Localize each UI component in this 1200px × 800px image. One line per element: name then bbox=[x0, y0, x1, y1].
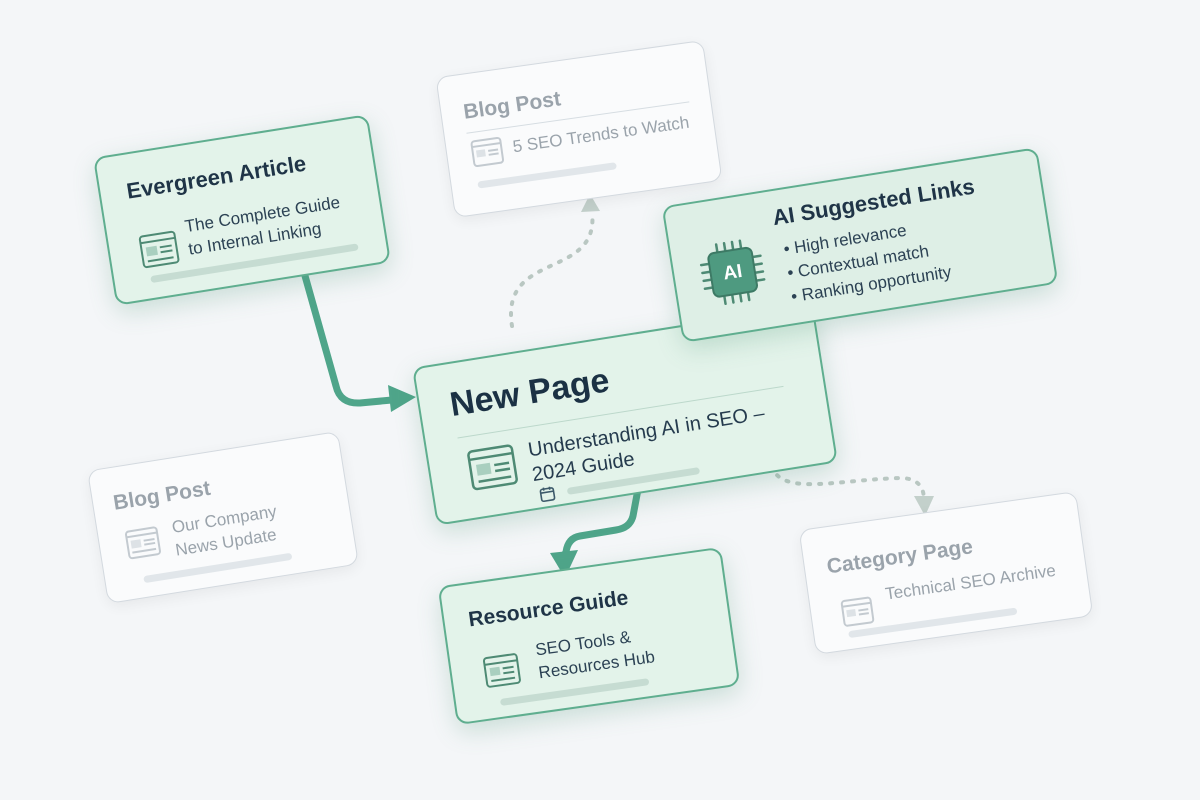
card-title: New Page bbox=[447, 361, 612, 424]
link-new-page-to-category bbox=[768, 453, 926, 502]
ai-chip-icon bbox=[699, 239, 766, 306]
link-evergreen-to-new-page bbox=[296, 254, 396, 407]
arrowhead-resource bbox=[550, 550, 578, 578]
blog-post-top-card[interactable]: Blog Post 5 SEO Trends to Watch bbox=[435, 39, 723, 219]
resource-guide-card[interactable]: Resource Guide SEO Tools & Resources Hub bbox=[437, 546, 741, 726]
card-title: Blog Post bbox=[111, 476, 213, 515]
category-page-card[interactable]: Category Page Technical SEO Archive bbox=[798, 491, 1094, 655]
ai-suggestion-list: High relevance Contextual match Ranking … bbox=[782, 213, 953, 309]
card-title: Evergreen Article bbox=[124, 150, 308, 204]
card-text: 5 SEO Trends to Watch bbox=[511, 112, 691, 157]
link-new-page-to-resource bbox=[560, 480, 643, 560]
card-title: Category Page bbox=[825, 535, 975, 579]
web-page-icon bbox=[840, 596, 875, 627]
card-title: Resource Guide bbox=[467, 586, 630, 632]
web-page-icon bbox=[138, 230, 180, 269]
placeholder-bar bbox=[477, 162, 617, 189]
ai-suggested-links-card[interactable]: AI Suggested Links AI High relevance Con… bbox=[661, 147, 1059, 343]
web-page-icon bbox=[482, 653, 521, 688]
arrowhead-blog-top bbox=[581, 194, 600, 212]
link-new-page-to-blog-top bbox=[509, 210, 595, 328]
arrowhead-new-page bbox=[388, 385, 416, 412]
calendar-icon bbox=[539, 486, 556, 503]
web-page-icon bbox=[470, 136, 505, 167]
new-page-card[interactable]: New Page Understanding AI in SEO – 2024 … bbox=[411, 304, 839, 526]
web-page-icon bbox=[467, 444, 518, 491]
card-title: Blog Post bbox=[461, 87, 563, 124]
blog-post-left-card[interactable]: Blog Post Our Company News Update bbox=[87, 430, 359, 605]
evergreen-article-card[interactable]: Evergreen Article The Complete Guide to … bbox=[92, 114, 392, 306]
web-page-icon bbox=[124, 526, 161, 560]
arrowhead-category bbox=[914, 496, 934, 516]
